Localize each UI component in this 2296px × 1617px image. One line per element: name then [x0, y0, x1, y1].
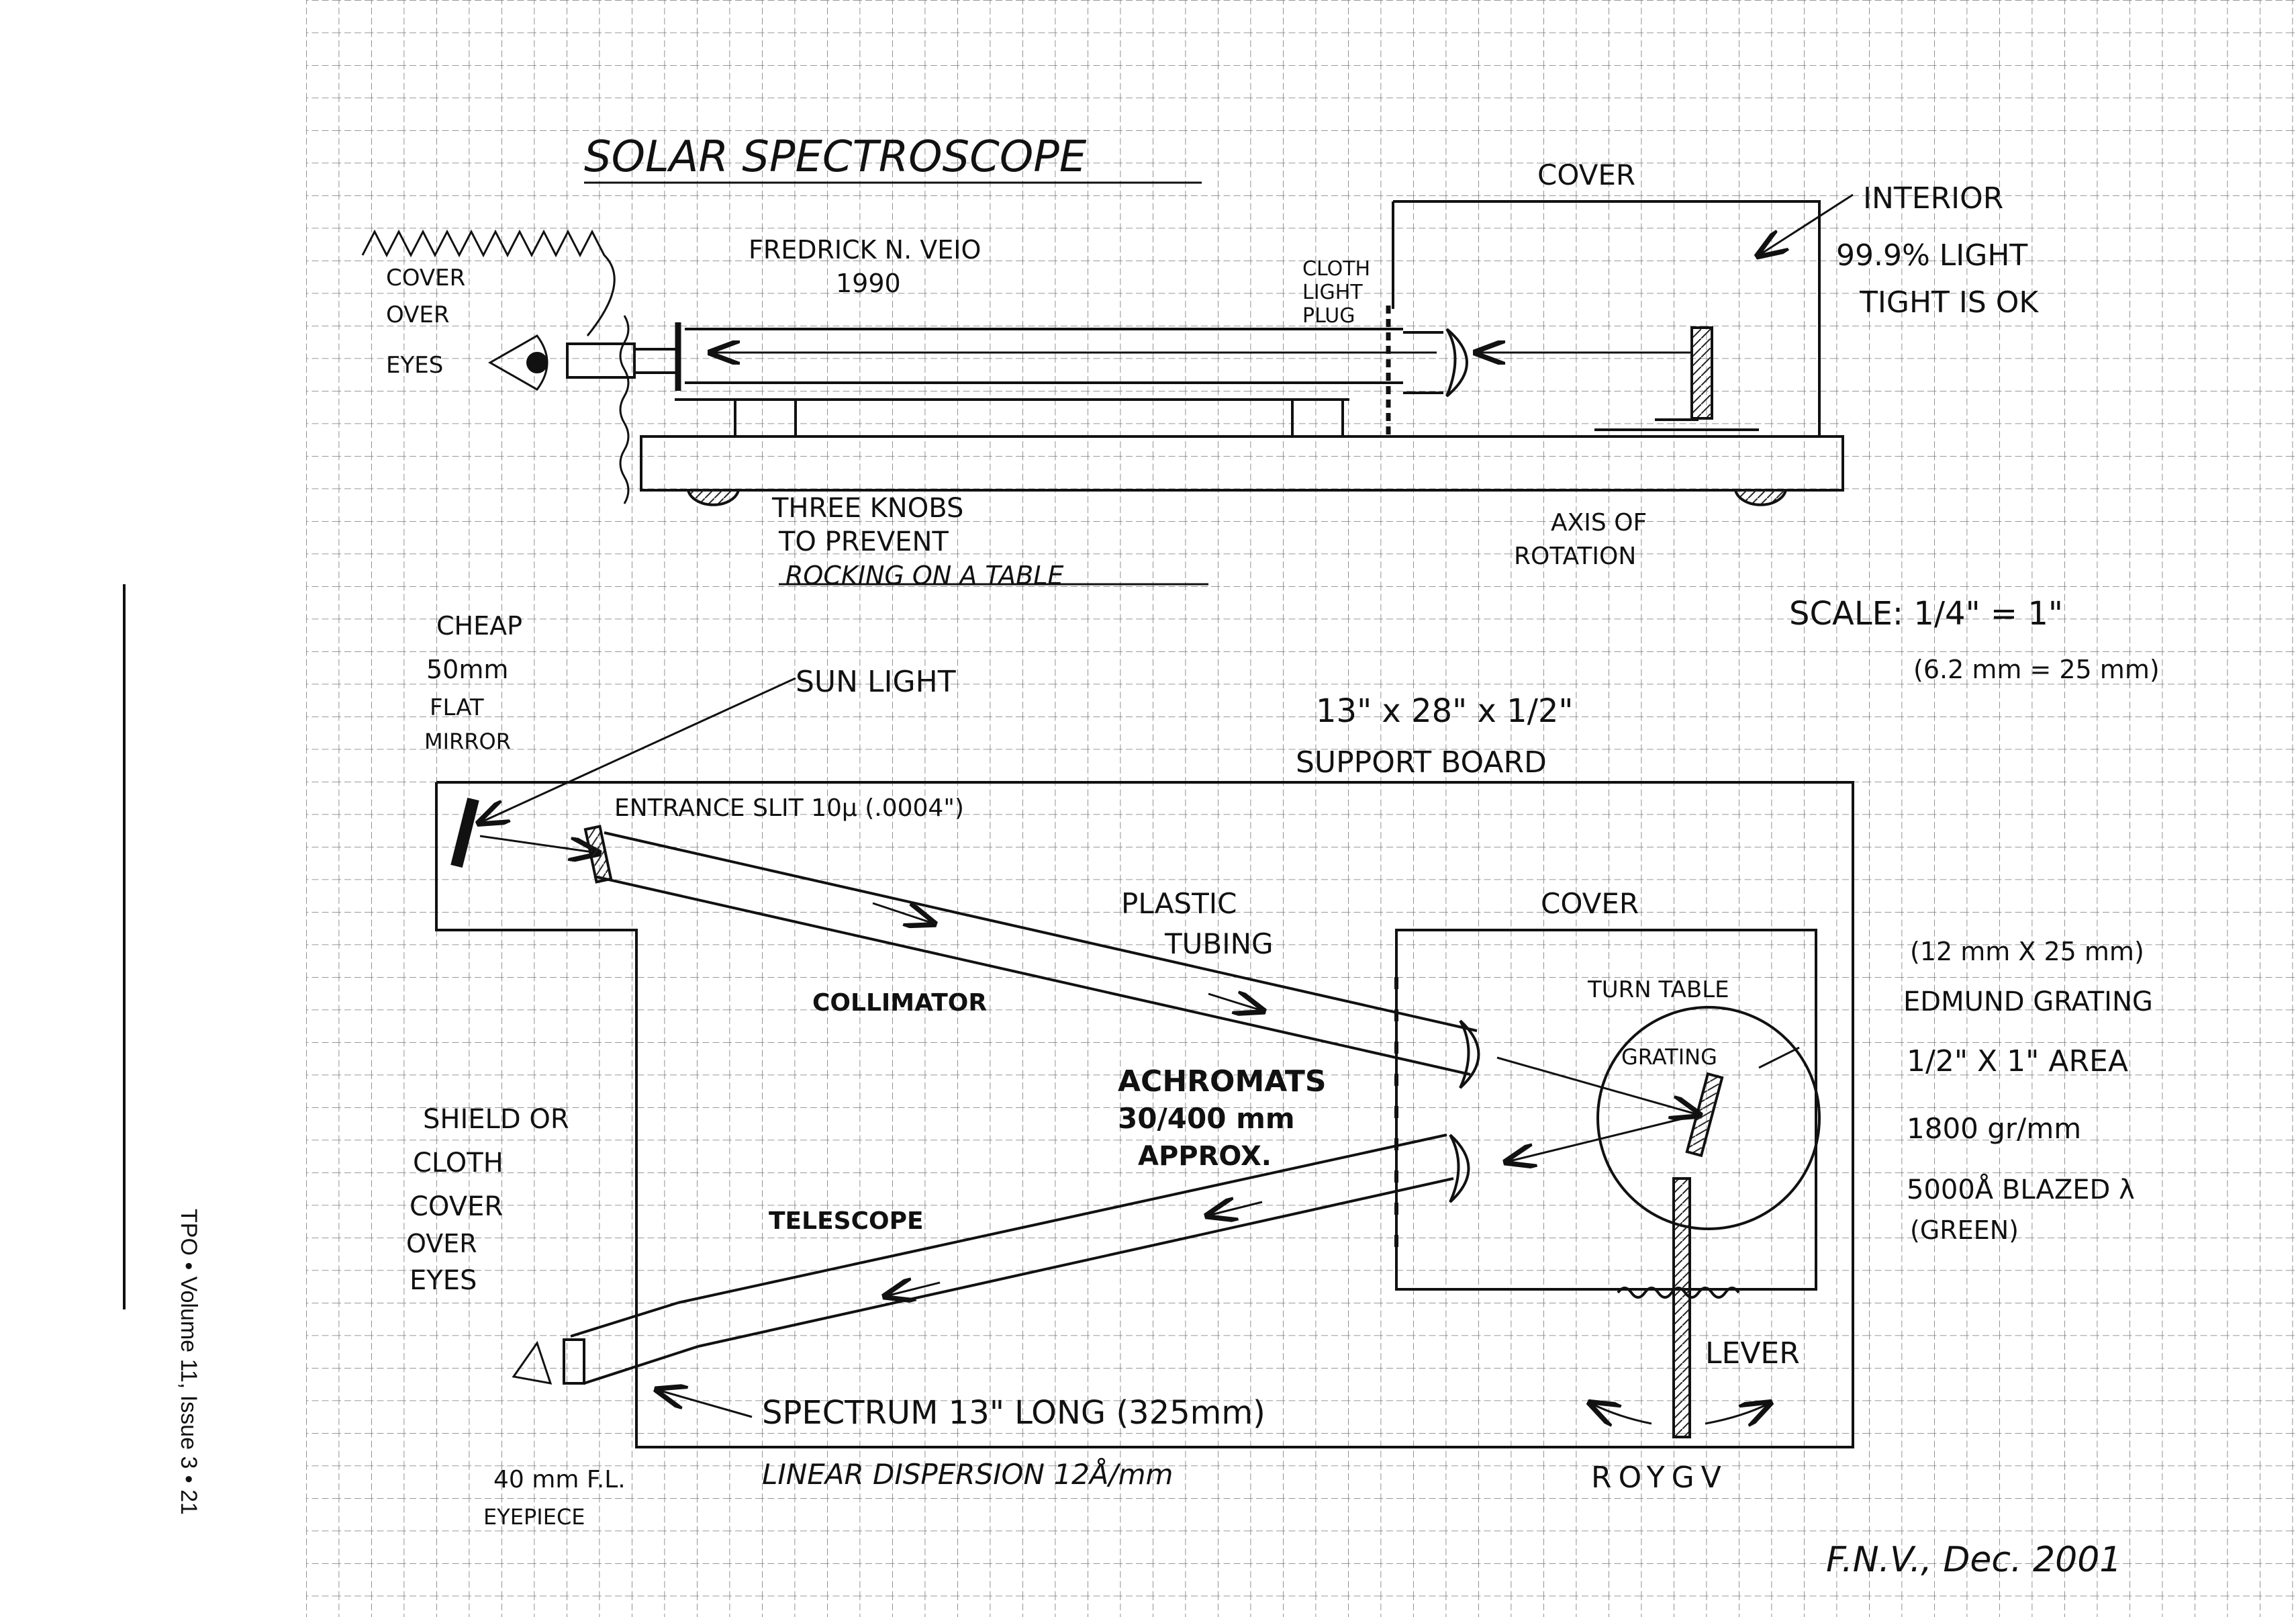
turn-table-label: TURN TABLE: [1587, 976, 1729, 1003]
cover-eyes-label-2: OVER: [386, 302, 450, 328]
sun-light-label: SUN LIGHT: [796, 665, 956, 699]
mirror-label-1: CHEAP: [436, 611, 522, 641]
collimator-label: COLLIMATOR: [812, 989, 987, 1017]
achromats-label-2: 30/400 mm: [1118, 1102, 1295, 1135]
plastic-tubing-label-2: TUBING: [1164, 927, 1274, 960]
grating-spec-5: 5000Å BLAZED λ: [1907, 1173, 2135, 1205]
plastic-tubing-label-1: PLASTIC: [1121, 887, 1237, 920]
knobs-label-1: THREE KNOBS: [771, 493, 963, 524]
support-board-label: SUPPORT BOARD: [1296, 745, 1547, 780]
diagram-title: SOLAR SPECTROSCOPE: [584, 132, 1087, 182]
entrance-slit-label: ENTRANCE SLIT 10μ (.0004"): [614, 794, 964, 822]
achromats-label-1: ACHROMATS: [1118, 1064, 1327, 1099]
interior-label-3: TIGHT IS OK: [1859, 285, 2039, 320]
margin-rule: [123, 584, 126, 1309]
board-size-label: 13" x 28" x 1/2": [1316, 692, 1573, 730]
cover-eyes-label-1: COVER: [386, 265, 465, 291]
spectrum-label: SPECTRUM 13" LONG (325mm): [762, 1394, 1265, 1432]
mirror-label-4: MIRROR: [424, 729, 511, 754]
grating-spec-2: EDMUND GRATING: [1903, 986, 2153, 1017]
grating-label: GRATING: [1621, 1044, 1717, 1070]
grating-spec-4: 1800 gr/mm: [1907, 1112, 2081, 1145]
telescope-label: TELESCOPE: [769, 1207, 924, 1235]
shield-label-1: SHIELD OR: [423, 1104, 569, 1135]
eyepiece-label-1: 40 mm F.L.: [493, 1466, 626, 1493]
shield-label-3: COVER: [410, 1191, 503, 1222]
knobs-label-2: TO PREVENT: [778, 526, 949, 557]
interior-label-2: 99.9% LIGHT: [1836, 238, 2027, 273]
cover-eyes-label-3: EYES: [386, 352, 443, 379]
author-name: FREDRICK N. VEIO: [749, 235, 981, 265]
shield-label-5: EYES: [410, 1265, 477, 1296]
author-year: 1990: [836, 269, 901, 298]
journal-footer: TPO • Volume 11, Issue 3 • 21: [176, 1209, 201, 1515]
grating-spec-1: (12 mm X 25 mm): [1910, 937, 2144, 966]
eyepiece-label-2: EYEPIECE: [483, 1504, 585, 1530]
cloth-plug-label-2: LIGHT: [1302, 281, 1363, 304]
side-cover-label: COVER: [1537, 158, 1635, 191]
knobs-label-3: ROCKING ON A TABLE: [785, 561, 1063, 590]
axis-label-2: ROTATION: [1514, 543, 1636, 570]
plan-view: [435, 677, 1854, 1448]
interior-label-1: INTERIOR: [1863, 181, 2003, 216]
plan-cover-label: COVER: [1541, 887, 1639, 920]
dispersion-label: LINEAR DISPERSION 12Å/mm: [762, 1457, 1173, 1491]
mirror-label-2: 50mm: [426, 655, 508, 684]
lever-label: LEVER: [1705, 1336, 1800, 1371]
axis-label-1: AXIS OF: [1551, 509, 1647, 537]
grating-spec-3: 1/2" X 1" AREA: [1907, 1044, 2128, 1078]
shield-label-2: CLOTH: [413, 1148, 504, 1179]
side-view: [361, 181, 1854, 586]
mirror-label-3: FLAT: [430, 694, 484, 721]
scale-metric: (6.2 mm = 25 mm): [1913, 655, 2160, 684]
cloth-plug-label-3: PLUG: [1302, 304, 1355, 328]
shield-label-4: OVER: [406, 1229, 477, 1258]
grating-spec-6: (GREEN): [1910, 1215, 2019, 1245]
colors-label: ROYGV: [1591, 1461, 1728, 1495]
scale-label: SCALE: 1/4" = 1": [1789, 595, 2063, 633]
cloth-plug-label-1: CLOTH: [1302, 257, 1370, 281]
achromats-label-3: APPROX.: [1138, 1141, 1272, 1172]
signature: F.N.V., Dec. 2001: [1826, 1540, 2121, 1580]
